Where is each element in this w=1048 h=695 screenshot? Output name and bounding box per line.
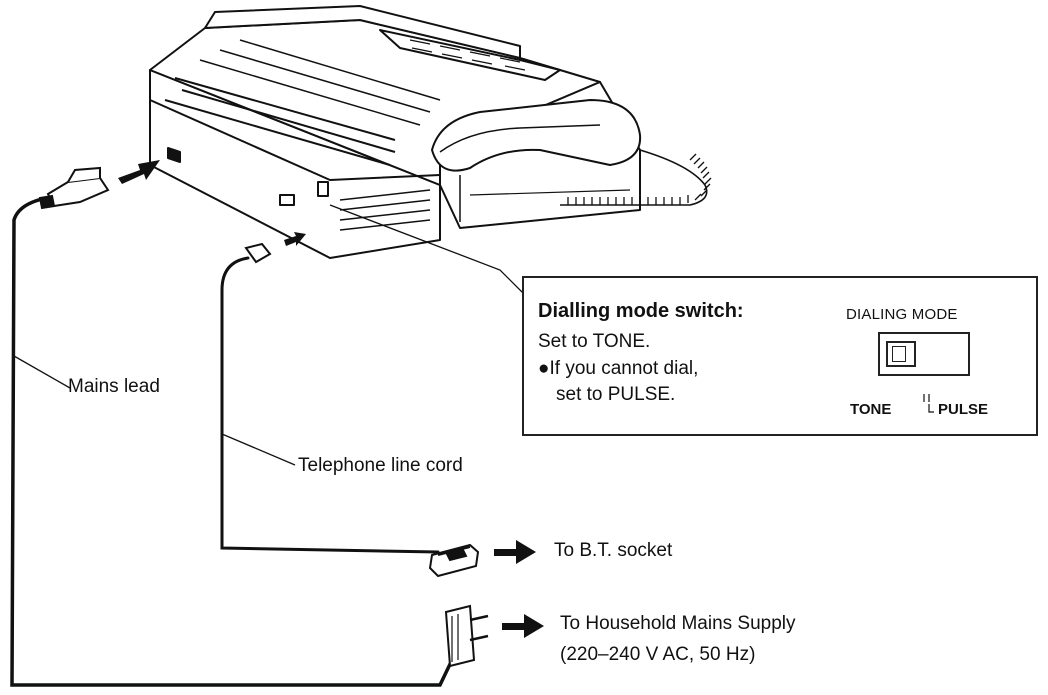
mains-lead-cable [10, 194, 454, 687]
switch-pulse-label: PULSE [938, 401, 989, 418]
arrow-right-icon [502, 614, 544, 638]
to-household-mains-label: To Household Mains Supply [560, 613, 796, 634]
mains-spec-label: (220–240 V AC, 50 Hz) [560, 644, 756, 665]
power-plug-icon [444, 604, 489, 668]
leader-lines [13, 204, 531, 466]
dialing-mode-switch-icon [878, 332, 970, 376]
callout-bullet-continuation: set to PULSE. [556, 384, 676, 405]
to-bt-socket-label: To B.T. socket [554, 540, 673, 561]
telephone-line-cord [220, 256, 440, 554]
switch-tone-label: TONE [850, 401, 892, 418]
telephone-line-cord-label: Telephone line cord [298, 455, 463, 476]
phone-connector-icon [244, 242, 272, 264]
switch-title: DIALING MODE [846, 306, 958, 323]
switch-knob-inner [892, 346, 906, 362]
dialling-mode-callout: Dialling mode switch: Set to TONE. ●If y… [522, 276, 1038, 436]
arrow-right-icon [118, 160, 160, 184]
mains-connector-icon [38, 166, 110, 210]
mains-lead-label: Mains lead [68, 376, 160, 397]
switch-position-marker-icon [923, 394, 934, 413]
arrow-right-icon [494, 540, 536, 564]
fax-machine-icon [149, 5, 642, 259]
callout-title: Dialling mode switch: [538, 300, 744, 322]
phone-plug-icon [428, 543, 480, 578]
handset-coiled-cord [560, 149, 712, 206]
callout-bullet: ●If you cannot dial, [538, 358, 699, 379]
switch-knob [886, 341, 916, 367]
arrow-right-icon [284, 232, 306, 246]
callout-instruction: Set to TONE. [538, 331, 651, 352]
